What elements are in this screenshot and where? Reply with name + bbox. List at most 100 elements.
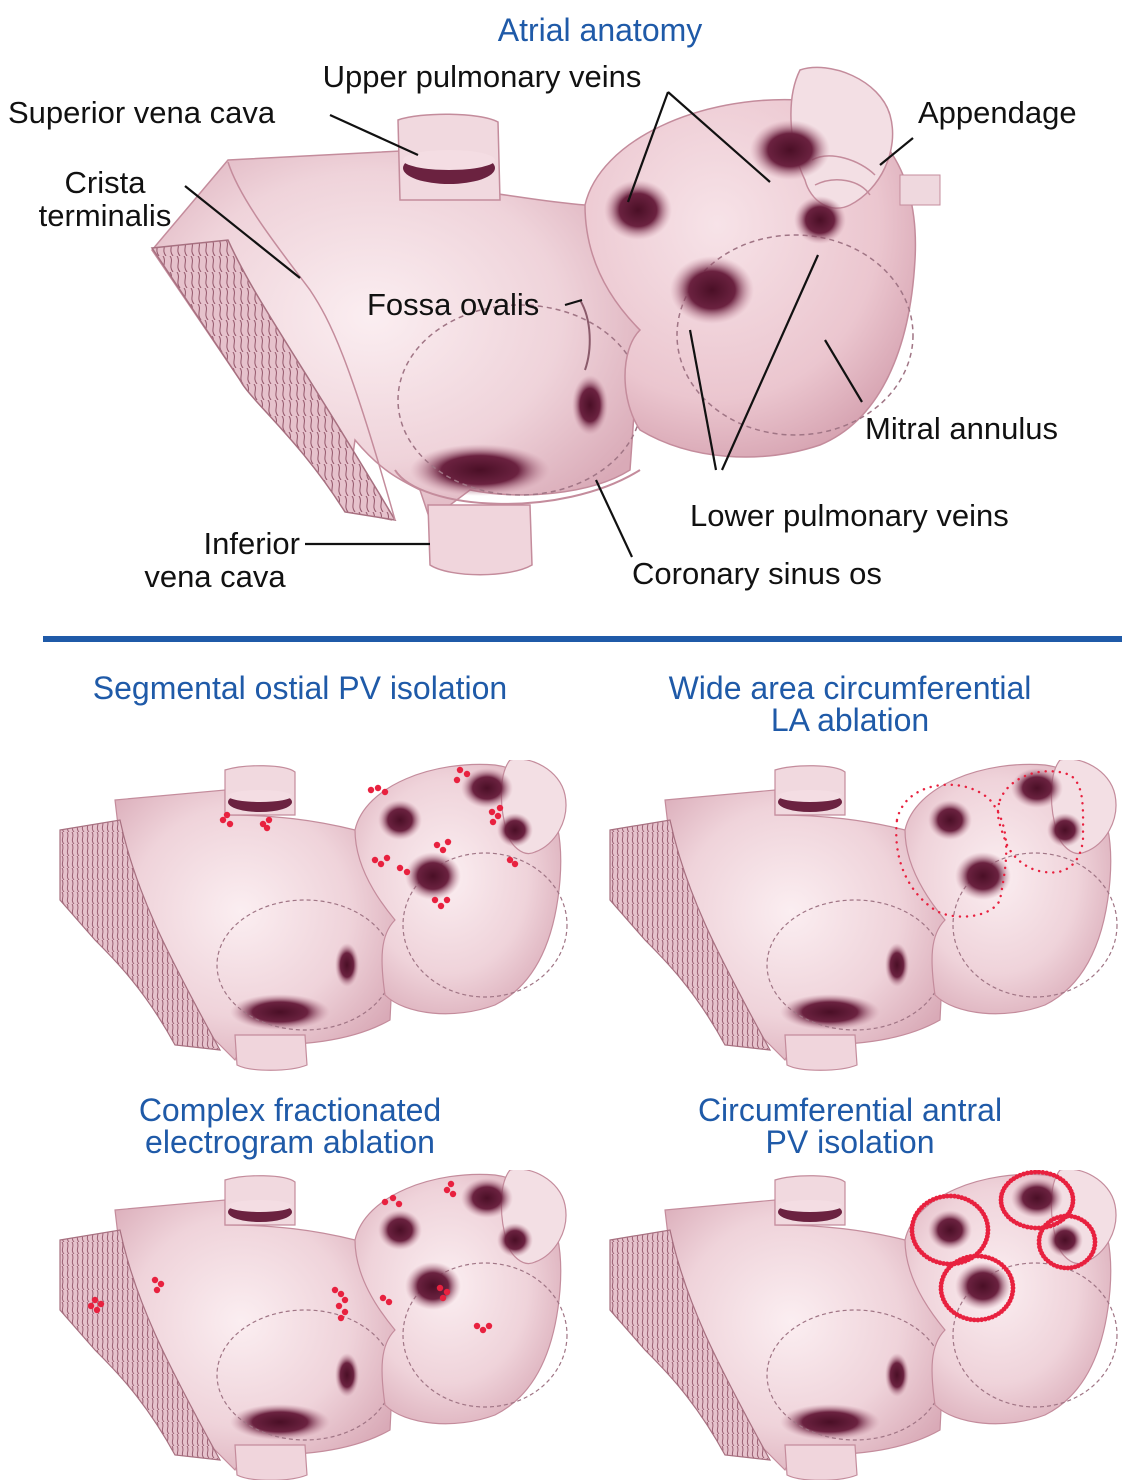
panel-pv-ostium bbox=[1047, 1223, 1083, 1257]
ablation-lesion-dot bbox=[464, 771, 470, 777]
ablation-lesion-dot bbox=[338, 1291, 344, 1297]
ablation-lesion-dot bbox=[486, 1323, 492, 1329]
ablation-lesion-dot bbox=[507, 857, 513, 863]
label-mitral-annulus: Mitral annulus bbox=[865, 412, 1058, 445]
label-upper-pulmonary-veins: Upper pulmonary veins bbox=[282, 60, 682, 93]
ablation-lesion-dot bbox=[445, 839, 451, 845]
label-inferior-vena-cava-line2: vena cava bbox=[130, 560, 300, 593]
label-fossa-ovalis: Fossa ovalis bbox=[367, 288, 539, 321]
ablation-lesion-dot bbox=[332, 1287, 338, 1293]
label-superior-vena-cava: Superior vena cava bbox=[8, 96, 275, 129]
section-divider bbox=[43, 636, 1122, 642]
ablation-lesion-dot bbox=[397, 865, 403, 871]
panel-pv-ostium bbox=[955, 1262, 1011, 1310]
ablation-lesion-dot bbox=[368, 787, 374, 793]
panel-inferior-vena-cava bbox=[235, 1035, 307, 1070]
ablation-lesion-dot bbox=[390, 1195, 396, 1201]
ablation-lesion-dot bbox=[457, 767, 463, 773]
ablation-lesion-dot bbox=[384, 855, 390, 861]
ablation-lesion-dot bbox=[396, 1201, 402, 1207]
label-crista-terminalis-line1: Crista bbox=[20, 166, 190, 199]
panel-pv-ostium bbox=[378, 1210, 422, 1250]
ablation-lesion-dot bbox=[88, 1303, 94, 1309]
ablation-lesion-dot bbox=[450, 1191, 456, 1197]
panel-3-cfae-diagram bbox=[55, 1170, 575, 1480]
ablation-lesion-dot bbox=[434, 842, 440, 848]
panel-pv-ostium bbox=[1011, 768, 1063, 808]
ablation-lesion-dot bbox=[448, 1181, 454, 1187]
ablation-lesion-dot bbox=[92, 1297, 98, 1303]
panel-pv-ostium bbox=[378, 800, 422, 840]
panel-2-title-line2: LA ablation bbox=[570, 704, 1122, 736]
ablation-lesion-dot bbox=[342, 1297, 348, 1303]
ablation-lesion-dot bbox=[386, 1299, 392, 1305]
panel-pv-ostium bbox=[405, 1262, 461, 1310]
label-crista-terminalis-line2: terminalis bbox=[20, 199, 190, 232]
panel-4-antral-diagram bbox=[605, 1170, 1122, 1480]
ablation-lesion-dot bbox=[444, 1289, 450, 1295]
ablation-lesion-dot bbox=[375, 785, 381, 791]
panel-pv-ostium bbox=[928, 800, 972, 840]
panel-pv-ostium bbox=[497, 1223, 533, 1257]
panel-inferior-vena-cava bbox=[235, 1445, 307, 1480]
ablation-lesion-dot bbox=[432, 897, 438, 903]
panel-pv-ostium bbox=[1011, 1178, 1063, 1218]
ablation-lesion-dot bbox=[438, 903, 444, 909]
label-appendage: Appendage bbox=[918, 96, 1077, 129]
panel-pv-ostium bbox=[928, 1210, 972, 1250]
ablation-lesion-dot bbox=[264, 825, 270, 831]
ablation-lesion-dot bbox=[444, 1187, 450, 1193]
panel-3-title-line1: Complex fractionated bbox=[10, 1094, 570, 1126]
panel-pv-ostium bbox=[1047, 813, 1083, 847]
ablation-lesion-dot bbox=[378, 861, 384, 867]
ablation-lesion-dot bbox=[342, 1309, 348, 1315]
ablation-lesion-dot bbox=[372, 857, 378, 863]
ablation-lesion-dot bbox=[1092, 1236, 1097, 1241]
panel-inferior-vena-cava bbox=[785, 1445, 857, 1480]
panel-inferior-vena-cava bbox=[785, 1035, 857, 1070]
ablation-lesion-dot bbox=[985, 1224, 990, 1229]
ablation-lesion-dot bbox=[489, 809, 495, 815]
panel-pv-ostium bbox=[461, 1178, 513, 1218]
inferior-vena-cava-shape bbox=[428, 505, 532, 575]
ablation-lesion-dot bbox=[497, 805, 503, 811]
ablation-lesion-dot bbox=[266, 817, 272, 823]
panel-pv-ostium bbox=[955, 852, 1011, 900]
label-inferior-vena-cava-line1: Inferior bbox=[140, 527, 300, 560]
ablation-lesion-dot bbox=[440, 847, 446, 853]
panel-4-title-line2: PV isolation bbox=[570, 1126, 1122, 1158]
panel-pv-ostium bbox=[405, 852, 461, 900]
ablation-lesion-dot bbox=[94, 1307, 100, 1313]
panel-3-title-line2: electrogram ablation bbox=[10, 1126, 570, 1158]
panel-pv-ostium bbox=[497, 813, 533, 847]
ablation-lesion-dot bbox=[152, 1277, 158, 1283]
ablation-lesion-dot bbox=[1070, 1195, 1075, 1200]
ablation-lesion-dot bbox=[440, 1295, 446, 1301]
ablation-lesion-dot bbox=[338, 1315, 344, 1321]
ablation-lesion-dot bbox=[444, 897, 450, 903]
ablation-lesion-dot bbox=[474, 1323, 480, 1329]
ablation-lesion-dot bbox=[454, 777, 460, 783]
ablation-lesion-dot bbox=[490, 819, 496, 825]
panel-4-title-line1: Circumferential antral bbox=[570, 1094, 1122, 1126]
ablation-lesion-dot bbox=[382, 789, 388, 795]
ablation-lesion-dot bbox=[1010, 1282, 1015, 1287]
ablation-lesion-dot bbox=[495, 813, 501, 819]
ablation-lesion-dot bbox=[480, 1327, 486, 1333]
ablation-lesion-dot bbox=[382, 1199, 388, 1205]
ablation-lesion-dot bbox=[220, 817, 226, 823]
ablation-lesion-dot bbox=[336, 1303, 342, 1309]
ablation-lesion-dot bbox=[512, 861, 518, 867]
label-lower-pulmonary-veins: Lower pulmonary veins bbox=[690, 499, 1009, 532]
ablation-lesion-dot bbox=[227, 821, 233, 827]
ablation-lesion-dot bbox=[158, 1281, 164, 1287]
panel-2-title-line1: Wide area circumferential bbox=[570, 672, 1122, 704]
ablation-lesion-dot bbox=[437, 1285, 443, 1291]
ablation-lesion-dot bbox=[154, 1287, 160, 1293]
label-coronary-sinus-os: Coronary sinus os bbox=[632, 557, 882, 590]
panel-1-segmental-diagram bbox=[55, 760, 575, 1080]
panel-2-wide-area-diagram bbox=[605, 760, 1122, 1080]
ablation-lesion-dot bbox=[98, 1301, 104, 1307]
ablation-lesion-dot bbox=[380, 1295, 386, 1301]
ablation-lesion-dot bbox=[224, 812, 230, 818]
